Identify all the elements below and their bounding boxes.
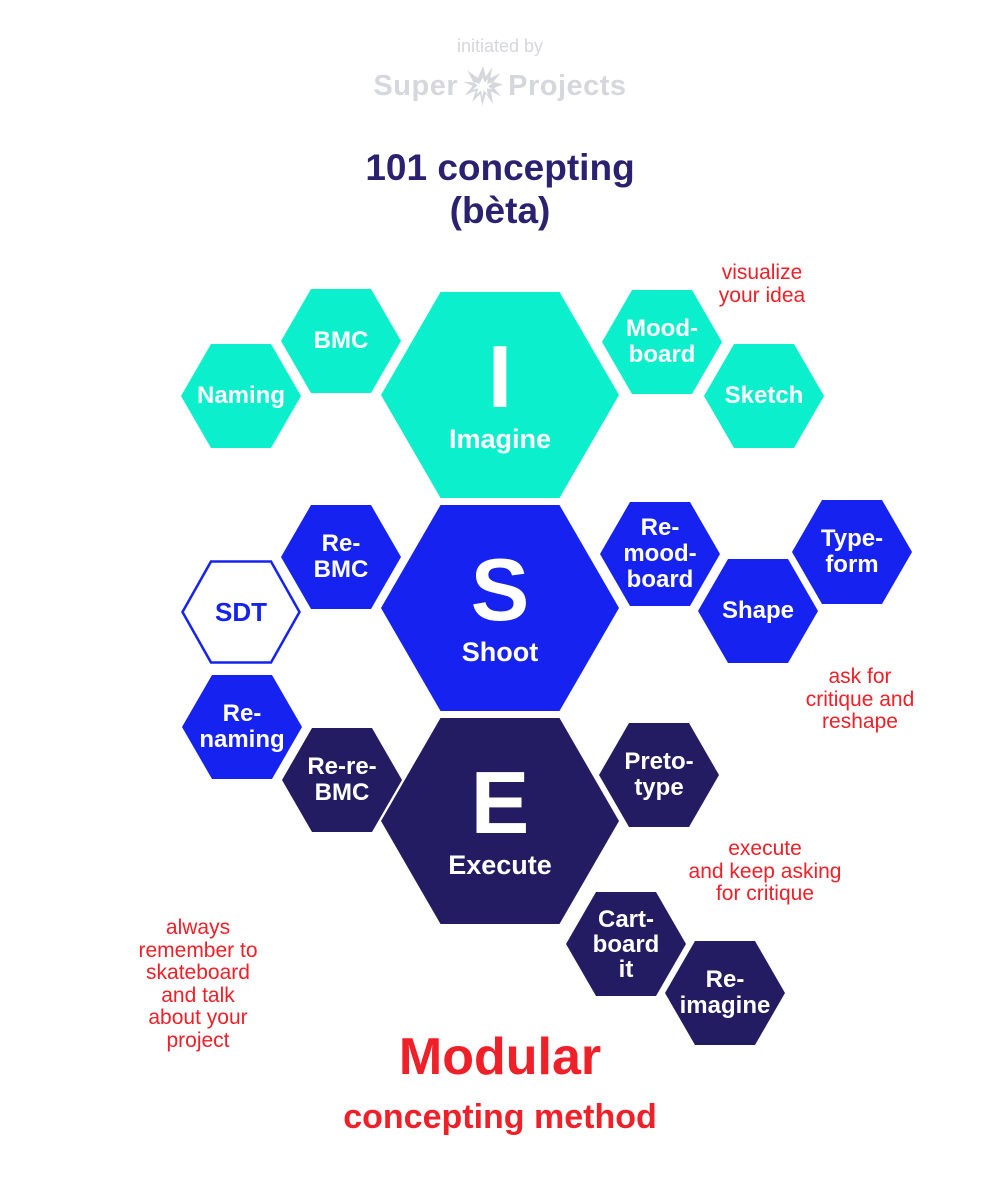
hex-type-form-label: Type- form [820,525,884,578]
hex-execute: E Execute [381,718,619,924]
hex-shoot: S Shoot [381,505,619,711]
hex-execute-letter: E [470,753,530,852]
note-skateboard: always remember to skateboard and talk a… [138,916,258,1052]
hex-type-form: Type- form [792,500,912,604]
hex-imagine-letter: I [487,327,513,426]
hex-sketch-label: Sketch [724,382,804,409]
hex-moodboard: Mood- board [602,290,722,394]
hex-preto-type-label: Preto- type [624,748,694,801]
hex-re-bmc-label: Re- BMC [313,530,369,583]
note-execute-critique: execute and keep asking for critique [688,837,842,905]
hex-execute-name: Execute [448,850,552,880]
hex-imagine: I Imagine [381,292,619,498]
brand-left-text: Super [373,69,459,102]
footer-title: Modular [398,1028,602,1086]
note-visualize: visualize your idea [718,261,806,307]
hex-sdt: SDT [181,560,301,664]
hex-re-naming-label: Re- naming [199,700,285,753]
hex-cart-board-it-label: Cart- board it [592,905,660,983]
footer-subtitle: concepting method [343,1098,657,1136]
initiated-by-text: initiated by [456,36,544,56]
hex-sketch: Sketch [704,344,824,448]
note-ask-critique: ask for critique and reshape [805,665,915,733]
hex-moodboard-label: Mood- board [626,315,698,368]
hex-bmc: BMC [281,289,401,393]
hex-shoot-name: Shoot [461,637,539,667]
hex-re-moodboard-label: Re- mood- board [623,514,697,593]
hex-shape: Shape [698,559,818,663]
page-title: 101 concepting (bèta) [365,147,635,231]
hex-naming-label: Naming [196,382,285,409]
hex-re-re-bmc-label: Re-re- BMC [307,753,377,806]
hex-sdt-label: SDT [215,596,267,627]
hexagon-outline-icon [181,560,301,664]
hex-re-naming: Re- naming [182,675,302,779]
brand-lockup: Super Projects [0,64,1000,108]
hex-naming: Naming [181,344,301,448]
hex-imagine-name: Imagine [448,424,552,454]
hex-re-imagine-label: Re- imagine [679,966,771,1019]
starburst-icon [463,64,504,108]
hex-shape-label: Shape [721,597,795,624]
hex-re-moodboard: Re- mood- board [600,502,720,606]
hex-shoot-letter: S [470,540,530,639]
hex-preto-type: Preto- type [599,723,719,827]
hex-cart-board-it: Cart- board it [566,892,686,996]
hex-bmc-label: BMC [313,327,369,354]
brand-right-text: Projects [508,69,627,102]
